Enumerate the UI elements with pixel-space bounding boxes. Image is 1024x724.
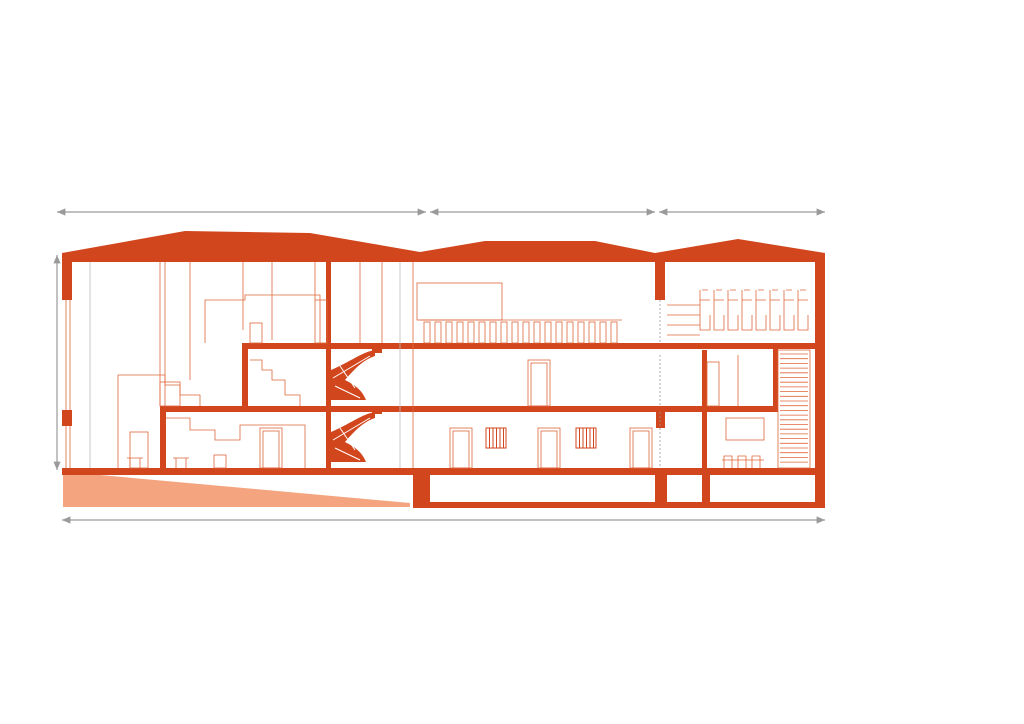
fixture-1 [249,322,263,344]
basement-wall-1 [413,475,430,508]
chair-4 [737,455,747,468]
roof-middle [420,241,655,262]
ground-room-outline-1 [166,417,306,468]
ground-fill [63,475,410,507]
baluster [467,321,475,344]
baluster [522,321,530,344]
fixture-2 [314,299,328,344]
left-wall-mid [62,410,72,426]
baluster [544,321,552,344]
auditorium-chair [741,289,753,331]
basement-slab [413,502,825,508]
slab-ground [62,468,825,475]
wall-f [702,350,707,508]
slab-upper [242,343,815,349]
basement-wall-2 [655,475,667,508]
auditorium-chair [783,289,795,331]
auditorium-seating [667,289,809,336]
chair-5 [751,455,761,468]
structure [62,258,825,508]
roof-right [655,239,825,262]
chair-1 [127,457,143,468]
interior-lines [65,262,765,469]
auditorium-chair [699,289,711,331]
baluster [577,321,585,344]
wall-a [326,258,331,468]
baluster [599,321,607,344]
auditorium-chair [755,289,767,331]
spiral-stair-upper-shape [331,350,375,400]
baluster [555,321,563,344]
basement-wall-3 [702,475,710,508]
auditorium-chair [713,289,725,331]
spiral-stair-upper-lines [332,355,371,399]
baluster [588,321,596,344]
baluster [456,321,464,344]
baluster [445,321,453,344]
auditorium-chair [769,289,781,331]
stepped-profile-3 [250,359,301,406]
door-5-inner [530,362,548,407]
baluster [478,321,486,344]
spiral-stair-lower [331,412,375,462]
wall-e [160,406,166,468]
meeting-screen [725,417,765,441]
baluster [500,321,508,344]
right-wall [815,258,825,508]
stepped-profile-1 [117,374,201,468]
stepped-profile-2 [204,294,321,343]
upper-screen [416,282,503,321]
ground-window-1 [213,454,227,469]
auditorium-chair [727,289,739,331]
right-staircase [777,349,811,469]
wall-c [656,408,665,428]
spiral-stair-upper [331,350,375,400]
roof-left [62,231,420,262]
spiral-stair-lower-lines [332,417,371,461]
stair-outline [777,349,811,469]
chair-2 [173,457,189,468]
baluster [610,321,618,344]
stair-landing-upper [372,343,382,353]
door-2-inner [452,430,470,469]
spiral-stair-lower-shape [331,412,375,462]
left-wall-top [62,258,72,300]
wall-g [773,343,778,407]
baluster [434,321,442,344]
dimension-lines [53,208,825,524]
door-1-inner [262,430,280,469]
door-3-inner [540,430,558,469]
chair-3 [723,455,733,468]
roof [62,231,825,262]
baluster [511,321,519,344]
baluster [489,321,497,344]
auditorium-chair [797,289,809,331]
door-6 [706,361,720,407]
baluster [423,321,431,344]
balustrade-rail [423,321,618,344]
wall-b [655,258,665,300]
hatched-windows [485,427,597,449]
slab-middle [160,406,778,412]
stair-landing-lower [372,406,382,414]
baluster [566,321,574,344]
fixture-3 [159,381,181,407]
baluster [533,321,541,344]
ground-floor-chairs [127,455,764,468]
wall-d [242,343,248,408]
fixture-4 [129,431,149,469]
door-4-inner [632,430,650,469]
